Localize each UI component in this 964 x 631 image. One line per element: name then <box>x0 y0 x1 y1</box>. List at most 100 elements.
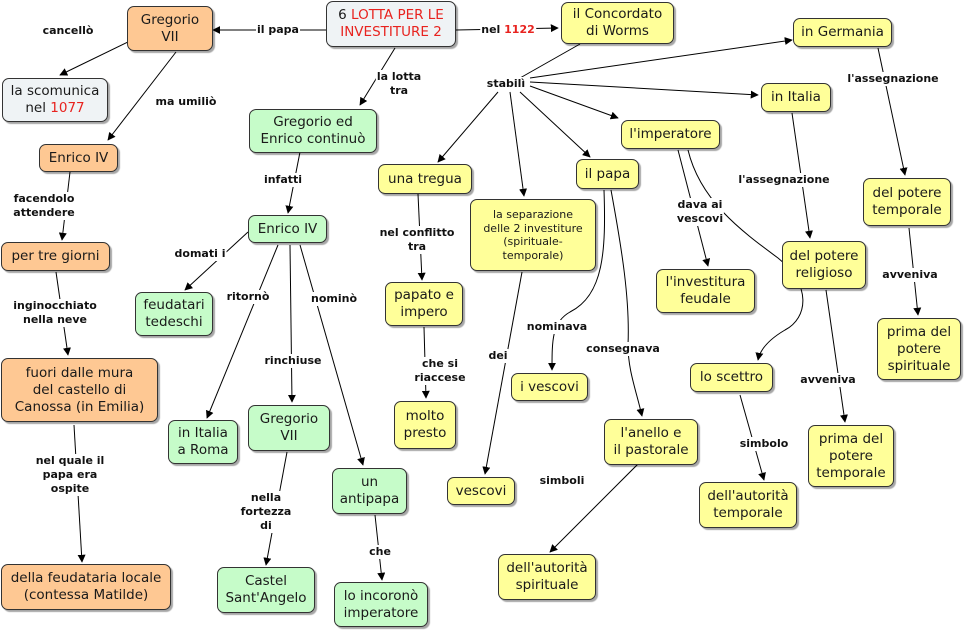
node-feudataria-line2: (contessa Matilde) <box>23 587 149 603</box>
node-scettro[interactable]: lo scettro <box>690 363 773 392</box>
node-feudataria[interactable]: della feudataria locale (contessa Matild… <box>1 564 171 610</box>
link-anello-autoritaspir <box>549 461 641 553</box>
node-autorita-temporale[interactable]: dell'autorità temporale <box>699 482 797 528</box>
node-scomunica-year: 1077 <box>50 100 85 116</box>
node-in-germania[interactable]: in Germania <box>793 18 892 47</box>
node-castel[interactable]: Castel Sant'Angelo <box>217 567 315 613</box>
node-per-tre-giorni[interactable]: per tre giorni <box>1 242 110 271</box>
link-gregorio-enrico <box>107 51 177 141</box>
node-scomunica-nel: nel <box>25 100 51 116</box>
node-enrico-iv-left-line1: Enrico IV <box>48 149 109 166</box>
node-enrico-iv-left[interactable]: Enrico IV <box>39 144 118 172</box>
node-feudataria-line1: della feudataria locale <box>10 570 162 586</box>
node-gregorio-enrico[interactable]: Gregorio ed Enrico continuò <box>249 109 377 153</box>
node-title[interactable]: 6 LOTTA PER LE INVESTITURE 2 <box>326 1 456 47</box>
node-scomunica-line1: la scomunica <box>10 83 100 99</box>
link-ingermania-poteretemp <box>877 47 908 176</box>
node-separazione-line3: (spirituale- <box>503 235 563 248</box>
label-assegnazione-germania: l'assegnazione <box>846 72 940 86</box>
label-infatti: infatti <box>262 173 304 187</box>
label-ma-umilio: ma umiliò <box>154 95 218 109</box>
node-prima-temporale[interactable]: prima del potere temporale <box>808 425 894 487</box>
label-nel-1122: nel 1122 <box>480 23 536 37</box>
node-scettro-line1: lo scettro <box>699 369 764 385</box>
label-nella-fortezza-line3: di <box>260 519 272 532</box>
node-papato-line1: papato e <box>394 287 454 303</box>
label-inginocchiato-line1: inginocchiato <box>13 299 97 312</box>
label-la-lotta-line1: la lotta <box>376 70 422 83</box>
node-gregorio-vii-2-line2: VII <box>280 428 298 444</box>
label-che-si-line1: che si <box>422 357 458 370</box>
link-enricomid-italia <box>206 244 279 419</box>
link-enricomid-antipapa <box>299 244 365 466</box>
link-enricomid-feudatari <box>184 231 249 291</box>
node-i-vescovi[interactable]: i vescovi <box>511 373 588 401</box>
label-nel-quale-line2: papa era <box>42 468 98 481</box>
label-consegnava: consegnava <box>585 342 661 356</box>
node-italia-roma[interactable]: in Italia a Roma <box>168 420 238 464</box>
label-che-si-line2: riaccese <box>414 371 466 384</box>
node-gregorio-enrico-line1: Gregorio ed <box>273 114 353 130</box>
node-gregorio-vii[interactable]: Gregorio VII <box>127 6 213 51</box>
node-prima-spirituale-line1: prima del <box>886 323 952 340</box>
label-dava-line1: dava ai <box>677 198 723 211</box>
link-separazione-vescovi <box>482 271 523 475</box>
node-potere-religioso[interactable]: del potere religioso <box>782 241 866 289</box>
node-prima-spirituale-line2: potere <box>897 340 941 357</box>
node-feudatari[interactable]: feudatari tedeschi <box>135 292 213 336</box>
link-stabili-initalia <box>529 81 759 99</box>
node-papato[interactable]: papato e impero <box>385 282 463 326</box>
label-dava-line2: vescovi <box>676 212 724 225</box>
label-ritorno: ritornò <box>225 290 271 304</box>
node-prima-spirituale[interactable]: prima del potere spirituale <box>877 318 961 380</box>
node-scomunica[interactable]: la scomunica nel 1077 <box>2 78 108 122</box>
node-in-italia-line1: in Italia <box>771 89 821 105</box>
label-nella-fortezza-line1: nella <box>250 491 282 504</box>
node-i-vescovi-line1: i vescovi <box>520 378 579 395</box>
node-enrico-iv-mid[interactable]: Enrico IV <box>248 215 327 243</box>
node-molto-presto[interactable]: molto presto <box>394 401 456 449</box>
node-feudatari-line2: tedeschi <box>145 314 203 330</box>
node-autorita-spirituale[interactable]: dell'autorità spirituale <box>498 554 596 600</box>
link-gregorio-scomunica <box>59 41 129 76</box>
label-facendolo-line1: facendolo <box>13 192 75 205</box>
node-in-germania-line1: in Germania <box>801 24 884 40</box>
node-title-accent: LOTTA PER LE <box>351 7 444 23</box>
node-prima-spirituale-line3: spirituale <box>887 357 951 374</box>
node-separazione[interactable]: la separazione delle 2 investiture (spir… <box>470 199 596 271</box>
node-gregorio-enrico-line2: Enrico continuò <box>260 131 366 147</box>
link-papa-ivescovi <box>548 189 606 371</box>
node-separazione-line1: la separazione <box>492 208 574 221</box>
label-la-lotta-line2: tra <box>389 84 409 97</box>
label-il-papa: il papa <box>256 23 300 37</box>
node-incorono[interactable]: lo incoronò imperatore <box>334 582 428 627</box>
node-concordato[interactable]: il Concordato di Worms <box>561 2 674 44</box>
label-che: che <box>368 545 392 559</box>
node-antipapa[interactable]: un antipapa <box>332 468 407 514</box>
node-investitura[interactable]: l'investitura feudale <box>656 269 755 313</box>
node-title-line2: INVESTITURE 2 <box>340 24 442 40</box>
label-inginocchiato-line2: nella neve <box>22 313 88 326</box>
node-vescovi-bottom[interactable]: vescovi <box>447 477 515 505</box>
node-gregorio-vii-2[interactable]: Gregorio VII <box>248 405 330 451</box>
link-stabili-papa <box>519 91 591 158</box>
node-tregua[interactable]: una tregua <box>378 164 472 194</box>
node-il-papa[interactable]: il papa <box>576 159 639 189</box>
node-anello[interactable]: l'anello e il pastorale <box>604 419 698 465</box>
link-potererel-primatemp <box>825 289 848 423</box>
label-nomino: nominò <box>309 292 359 306</box>
node-fuori-mura-line1: fuori dalle mura <box>25 364 134 381</box>
node-imperatore[interactable]: l'imperatore <box>621 120 720 149</box>
node-per-tre-giorni-line1: per tre giorni <box>11 248 100 264</box>
label-avveniva-germania: avveniva <box>881 268 939 282</box>
link-stabili-tregua <box>437 91 499 163</box>
node-prima-temporale-line2: potere <box>829 447 873 464</box>
node-fuori-mura[interactable]: fuori dalle mura del castello di Canossa… <box>1 358 158 422</box>
node-title-number: 6 <box>338 7 352 23</box>
node-title-line1: 6 LOTTA PER LE <box>338 7 444 24</box>
node-in-italia[interactable]: in Italia <box>761 83 831 112</box>
node-potere-temporale[interactable]: del potere temporale <box>863 178 951 226</box>
